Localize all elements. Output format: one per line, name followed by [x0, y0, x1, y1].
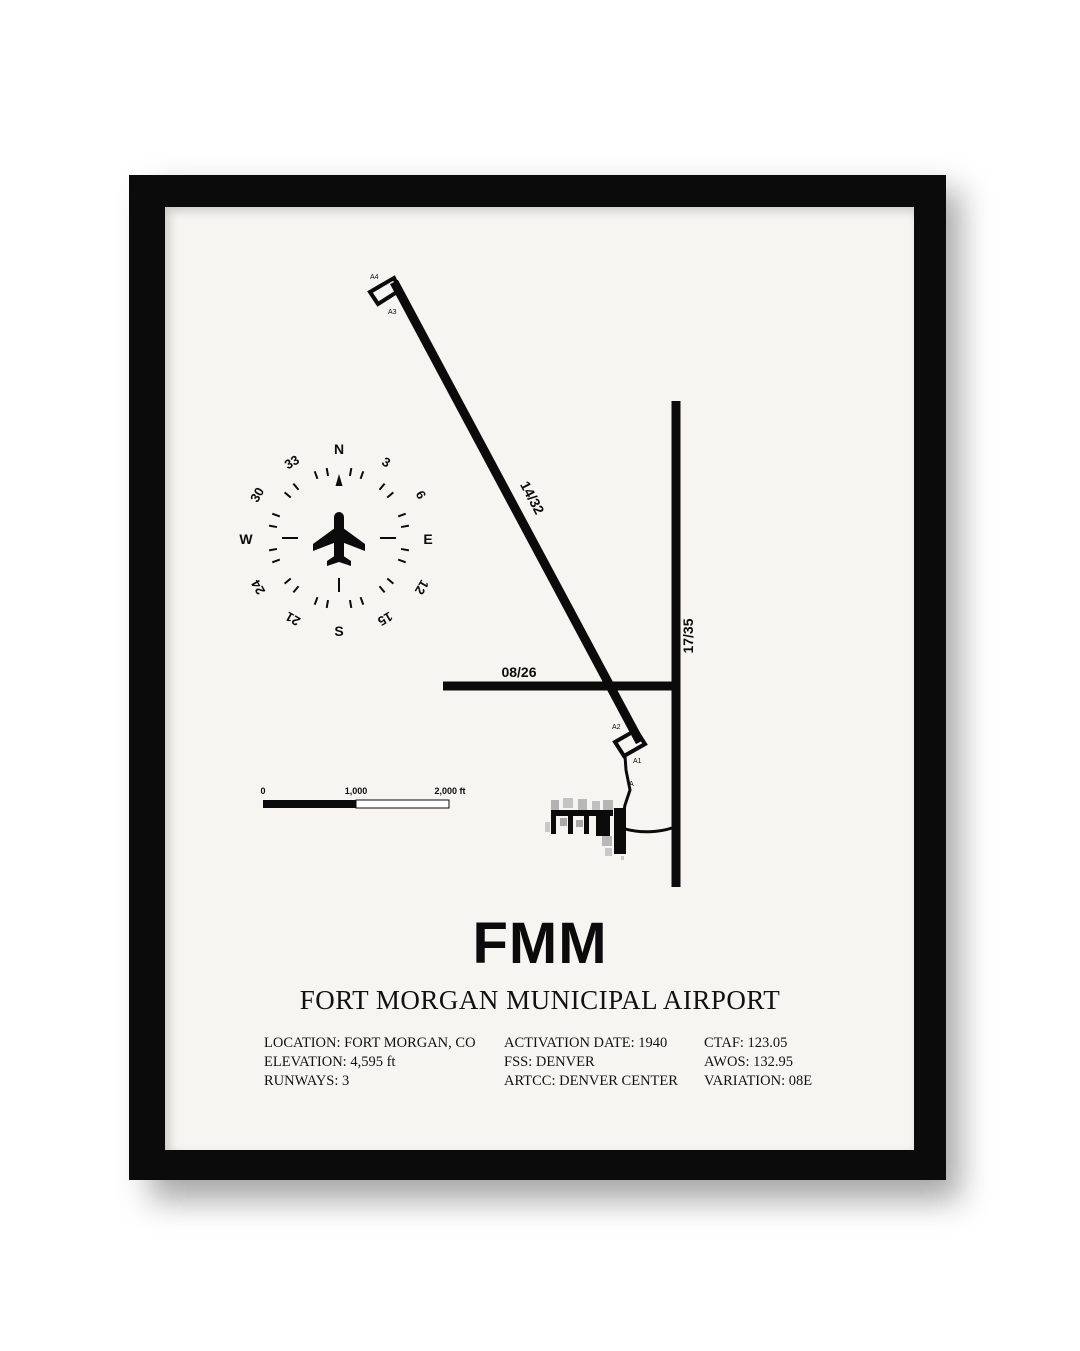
- runway-label-08-26: 08/26: [501, 664, 536, 680]
- taxiway-loop-north: [367, 275, 403, 307]
- compass-tick: [397, 512, 407, 518]
- compass-21: 21: [283, 609, 303, 629]
- compass-tick: [378, 482, 386, 491]
- info-awos: AWOS: 132.95: [704, 1054, 794, 1070]
- info-column-1: LOCATION: FORT MORGAN, CO ELEVATION: 4,5…: [264, 1034, 476, 1091]
- compass-s: S: [334, 623, 343, 639]
- compass-tick: [400, 524, 410, 529]
- compass-rose: N S E W 3 6 12 15 21 24 30 33: [239, 441, 432, 639]
- compass-tick: [268, 524, 278, 529]
- info-fss: FSS: DENVER: [504, 1054, 595, 1070]
- compass-3: 3: [379, 454, 393, 471]
- compass-tick: [325, 599, 330, 609]
- runway-label-17-35: 17/35: [680, 618, 696, 653]
- info-activation-date: ACTIVATION DATE: 1940: [504, 1035, 668, 1051]
- compass-tick: [271, 512, 281, 518]
- runway-14-32: [390, 279, 644, 745]
- airplane-icon: [313, 512, 365, 566]
- info-elevation: ELEVATION: 4,595 ft: [264, 1054, 396, 1070]
- compass-n: N: [334, 441, 344, 457]
- runway-label-14-32: 14/32: [517, 478, 548, 517]
- compass-tick: [359, 470, 365, 480]
- taxiway-loop-south: [612, 727, 648, 759]
- compass-tick: [283, 491, 292, 499]
- info-column-3: CTAF: 123.05 AWOS: 132.95 VARIATION: 08E: [704, 1034, 812, 1091]
- compass-tick: [397, 558, 407, 564]
- compass-tick: [359, 596, 365, 606]
- compass-tick: [348, 599, 353, 609]
- poster-paper: [165, 207, 914, 1150]
- info-runways: RUNWAYS: 3: [264, 1073, 350, 1089]
- compass-tick: [400, 547, 410, 552]
- compass-6: 6: [413, 488, 430, 502]
- info-variation: VARIATION: 08E: [704, 1073, 813, 1089]
- taxiway-connector: [621, 826, 673, 834]
- compass-e: E: [423, 531, 432, 547]
- taxiway-label-a: A: [629, 781, 634, 788]
- north-arrow-icon: [335, 474, 343, 486]
- compass-30: 30: [247, 485, 267, 505]
- apron-buildings: [545, 798, 626, 860]
- scale-label-2000: 2,000 ft: [434, 786, 465, 796]
- compass-tick: [325, 467, 330, 477]
- airport-name: FORT MORGAN MUNICIPAL AIRPORT: [299, 985, 781, 1015]
- info-artcc: ARTCC: DENVER CENTER: [504, 1073, 678, 1089]
- info-column-2: ACTIVATION DATE: 1940 FSS: DENVER ARTCC:…: [504, 1034, 678, 1091]
- compass-tick: [378, 585, 386, 594]
- taxiway-label-a4: A4: [370, 274, 379, 281]
- compass-tick: [386, 577, 395, 585]
- taxiway-label-a2: A2: [612, 724, 621, 731]
- taxiway-label-a3: A3: [388, 309, 397, 316]
- compass-24: 24: [248, 577, 269, 598]
- compass-tick: [313, 596, 319, 606]
- compass-tick: [313, 470, 319, 480]
- compass-tick: [292, 585, 300, 594]
- compass-tick: [268, 547, 278, 552]
- scale-label-1000: 1,000: [345, 786, 368, 796]
- scale-label-0: 0: [260, 786, 265, 796]
- compass-33: 33: [282, 452, 302, 472]
- info-ctaf: CTAF: 123.05: [704, 1035, 788, 1051]
- compass-15: 15: [375, 609, 395, 629]
- compass-ticks: [268, 467, 410, 609]
- scale-bar: 0 1,000 2,000 ft: [260, 786, 466, 809]
- compass-tick: [348, 467, 353, 477]
- info-location: LOCATION: FORT MORGAN, CO: [264, 1035, 476, 1051]
- compass-tick: [283, 577, 292, 585]
- airport-code: FMM: [472, 911, 608, 976]
- compass-tick: [292, 482, 300, 491]
- compass-tick: [271, 558, 281, 564]
- compass-w: W: [239, 531, 253, 547]
- compass-12: 12: [412, 577, 432, 597]
- taxiway-label-a1: A1: [633, 758, 642, 765]
- compass-tick: [386, 491, 395, 499]
